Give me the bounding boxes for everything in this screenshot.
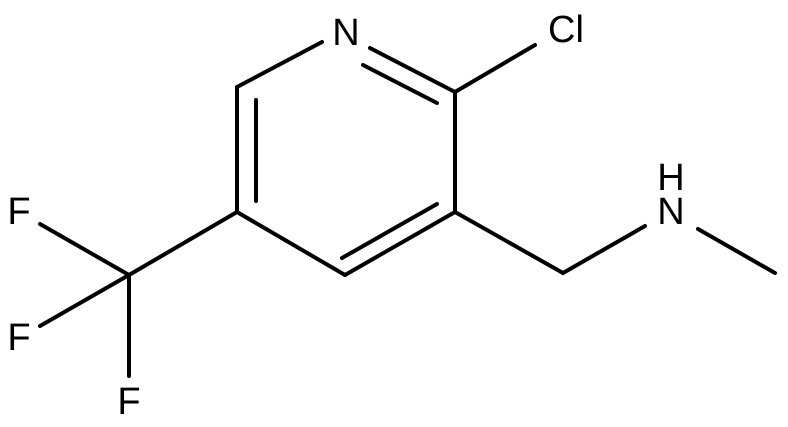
bond-c4-c5 (235, 210, 347, 277)
atom-label-n-amine: N (657, 191, 684, 233)
bond-c2-cl (453, 43, 537, 94)
bond-c6-n (235, 40, 324, 89)
atom-label-f1: F (7, 191, 30, 233)
bond-c3-c4 (343, 210, 457, 277)
bond-cf3-f2 (38, 273, 131, 328)
atom-label-f2: F (7, 317, 30, 359)
bond-n-c2-inner (361, 63, 439, 105)
atom-label-n-ring: N (332, 12, 359, 54)
bond-c3-c4-inner (340, 202, 439, 260)
atom-label-h-amine: H (657, 157, 684, 199)
atom-label-cl: Cl (548, 9, 584, 51)
bond-c3-ch2 (453, 210, 565, 275)
bond-c5-cf3 (127, 210, 239, 277)
bond-cf3-f1 (38, 222, 131, 277)
bond-ch2-n (561, 224, 647, 275)
bond-n-ch3 (696, 227, 777, 275)
atom-label-f3: F (117, 381, 140, 423)
bond-n-c2 (368, 46, 457, 94)
